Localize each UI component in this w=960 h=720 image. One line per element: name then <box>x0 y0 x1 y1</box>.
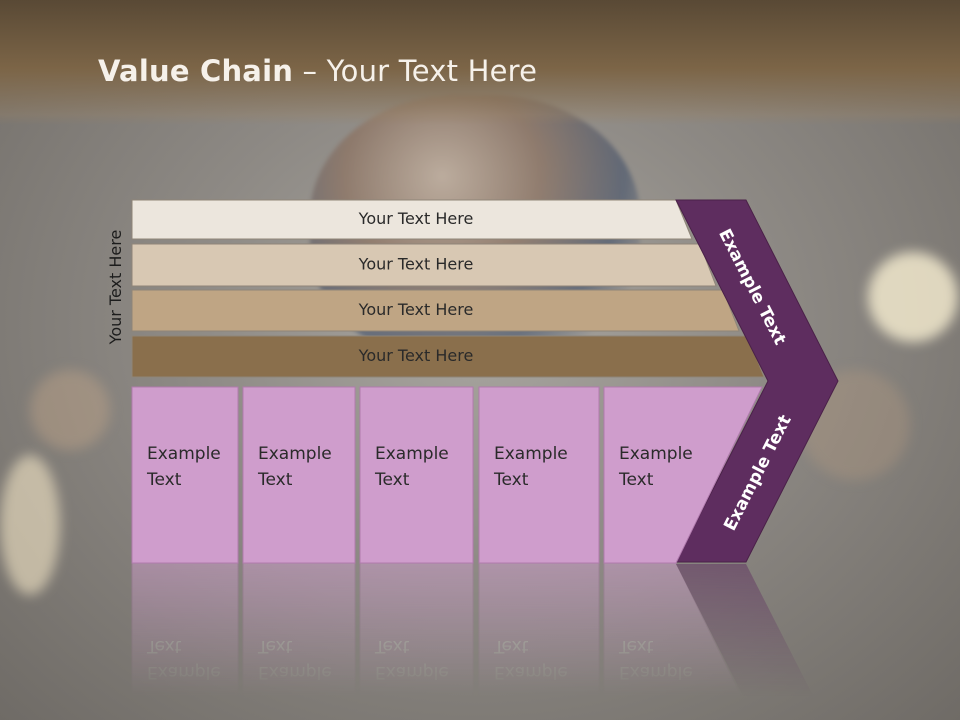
title-band <box>0 0 960 125</box>
primary-activity-reflection <box>603 562 754 720</box>
primary-activity-label-line2: Text <box>257 470 293 490</box>
reflection-text: Text <box>374 636 410 656</box>
primary-activity-reflection <box>131 562 239 720</box>
reflection-text: Example <box>619 662 693 682</box>
title-rest: – Your Text Here <box>293 54 538 88</box>
support-bar-label: Your Text Here <box>358 346 474 365</box>
page-title: Value Chain – Your Text Here <box>98 54 537 88</box>
bokeh-light <box>0 455 60 595</box>
primary-activity-label-line2: Text <box>374 470 410 490</box>
primary-activity-box <box>242 386 356 564</box>
primary-activity-box <box>478 386 600 564</box>
reflection-text: Example <box>258 662 332 682</box>
title-bold: Value Chain <box>98 54 294 88</box>
primary-activity-label-line2: Text <box>146 470 182 490</box>
bokeh-light <box>30 370 110 450</box>
chevron-arrow <box>675 199 839 563</box>
primary-activity-label-line1: Example <box>375 444 449 464</box>
primary-activity-label-line1: Example <box>147 444 221 464</box>
support-bar <box>131 199 693 240</box>
reflection-text: Example <box>147 662 221 682</box>
reflection-text: Text <box>257 636 293 656</box>
primary-activity-box <box>359 386 474 564</box>
reflection-text: Example <box>494 662 568 682</box>
reflection-text: Text <box>618 636 654 656</box>
reflection-text: Example <box>375 662 449 682</box>
primary-activity-reflection <box>242 562 356 720</box>
support-bar <box>131 335 765 378</box>
primary-activity-label-line1: Example <box>619 444 693 464</box>
primary-activity-label-line1: Example <box>258 444 332 464</box>
support-bar-label: Your Text Here <box>358 209 474 228</box>
primary-activity-reflection <box>478 562 600 720</box>
bokeh-light <box>868 252 958 342</box>
support-bar <box>131 243 717 287</box>
primary-activity-label-line2: Text <box>493 470 529 490</box>
support-bar-label: Your Text Here <box>358 300 474 319</box>
reflection-text: Text <box>146 636 182 656</box>
support-bar-label: Your Text Here <box>358 255 474 274</box>
support-bar <box>131 289 740 332</box>
primary-activity-label-line1: Example <box>494 444 568 464</box>
reflection-text: Text <box>493 636 529 656</box>
primary-activity-reflection <box>359 562 474 720</box>
primary-activity-label-line2: Text <box>618 470 654 490</box>
